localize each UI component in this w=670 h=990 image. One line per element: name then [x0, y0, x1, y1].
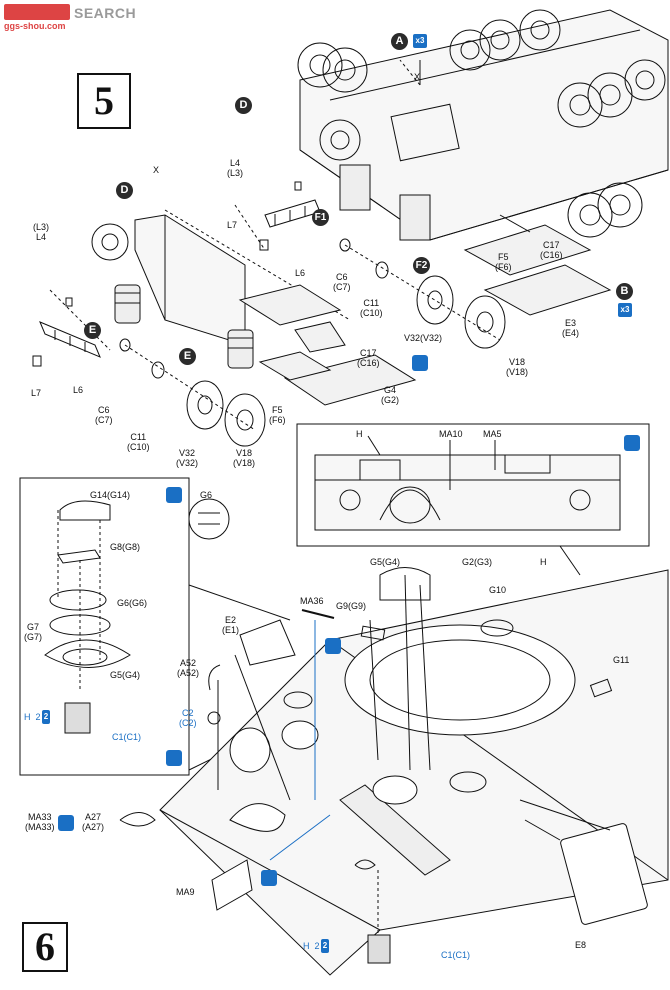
- upper-idler-wheels: [339, 238, 506, 349]
- label-l4-l3-upper: L4 (L3): [227, 158, 244, 178]
- quantity-badge-a: x3: [413, 34, 427, 48]
- left-road-wheels: [91, 223, 266, 447]
- label-ma5: MA5: [483, 429, 502, 439]
- paint-drop-icon-ma9: [261, 870, 277, 886]
- hull-h-detail: [314, 435, 621, 531]
- label-e2-e1: E2 (E1): [222, 615, 240, 635]
- label-c17-c16-left: C17 (C16): [357, 348, 380, 368]
- label-h2-bottom: H 2: [303, 941, 320, 951]
- label-c1-inset: C1(C1): [112, 732, 142, 742]
- label-h-detail: H: [356, 429, 363, 439]
- marker-e-left: E: [84, 322, 101, 339]
- label-x-left: X: [153, 165, 160, 175]
- marker-d-left: D: [116, 182, 133, 199]
- label-g5g4-top: G5(G4): [370, 557, 401, 567]
- watermark-site: ggs-shou.com: [4, 21, 66, 31]
- label-g7: G7 (G7): [24, 622, 42, 642]
- label-c6-c7-left: C6 (C7): [95, 405, 113, 425]
- label-g6-inset: G6: [200, 490, 213, 500]
- marker-f1: F1: [312, 209, 329, 226]
- label-l6-left: L6: [73, 385, 84, 395]
- label-g6g6: G6(G6): [117, 598, 148, 608]
- watermark-logo-text: SEARCH: [74, 5, 137, 21]
- watermark-logo-mark: [4, 4, 70, 20]
- quantity-badge-b: x3: [618, 303, 632, 317]
- step-number-6: 6: [22, 922, 68, 972]
- label-g5g4-inset: G5(G4): [110, 670, 141, 680]
- marker-e-center: E: [179, 348, 196, 365]
- label-g9: G9(G9): [336, 601, 367, 611]
- label-c17-c16-upper: C17 (C16): [540, 240, 563, 260]
- label-a27: A27 (A27): [82, 812, 105, 832]
- label-ma10: MA10: [439, 429, 463, 439]
- paint-icon-ma33: [58, 815, 74, 831]
- label-e3-e4: E3 (E4): [562, 318, 580, 338]
- label-c11-c10-upper: C11 (C10): [360, 298, 383, 318]
- label-g2g3: G2(G3): [462, 557, 493, 567]
- label-v18-v18-upper: V18 (V18): [506, 357, 529, 377]
- main-hull: [159, 569, 669, 976]
- label-h2-inset: H 2: [24, 712, 41, 722]
- watermark-logo: SEARCH ggs-shou.com: [4, 2, 154, 32]
- label-g14: G14(G14): [90, 490, 131, 500]
- inset-box-hatch: [19, 477, 190, 776]
- paint-drop-icon-ma36: [325, 638, 341, 654]
- label-g8: G8(G8): [110, 542, 141, 552]
- label-l7-left: L7: [31, 388, 42, 398]
- label-c11-c10-left: C11 (C10): [127, 432, 150, 452]
- label-ma9: MA9: [176, 887, 195, 897]
- drill-icon-inset: [166, 487, 182, 503]
- label-v18-v18-left: V18 (V18): [233, 448, 256, 468]
- label-c6-c7-upper: C6 (C7): [333, 272, 351, 292]
- upper-chassis: [299, 9, 669, 316]
- left-suspension-parts: [32, 289, 111, 367]
- label-g11: G11: [613, 655, 630, 665]
- label-c2: C2 (C2): [179, 708, 197, 728]
- glue-icon-detail-h: [624, 435, 640, 451]
- glue-icon-upper: [412, 355, 428, 371]
- label-l7-upper: L7: [227, 220, 238, 230]
- label-v32-v32-left: V32 (V32): [176, 448, 199, 468]
- label-g4-g2: G4 (G2): [381, 385, 399, 405]
- marker-f2: F2: [413, 257, 430, 274]
- label-c1-bottom: C1(C1): [441, 950, 471, 960]
- h2-badge-bottom: 2: [321, 939, 329, 953]
- label-f5-f6-upper: F5 (F6): [495, 252, 512, 272]
- label-e8: E8: [575, 940, 587, 950]
- label-v32-upper: V32(V32): [404, 333, 443, 343]
- label-ma33: MA33 (MA33): [25, 812, 55, 832]
- label-g10: G10: [489, 585, 507, 595]
- label-l6-upper: L6: [295, 268, 306, 278]
- upper-road-wheels: [297, 9, 666, 238]
- label-a52: A52 (A52): [177, 658, 200, 678]
- left-chassis: [114, 209, 417, 406]
- h2-badge-inset: 2: [42, 710, 50, 724]
- label-l3-l4-left: (L3) L4: [33, 222, 50, 242]
- label-x-upper: X: [414, 72, 421, 82]
- hatch-subassembly: [44, 498, 230, 734]
- upper-suspension-parts: [234, 181, 321, 251]
- label-f5-f6-left: F5 (F6): [269, 405, 286, 425]
- label-h-main: H: [540, 557, 547, 567]
- glue-icon-inset: [166, 750, 182, 766]
- label-ma36: MA36: [300, 596, 324, 606]
- marker-d-upper: D: [235, 97, 252, 114]
- marker-a: A: [391, 33, 408, 50]
- marker-b: B: [616, 283, 633, 300]
- assembly-arrows: [217, 574, 611, 861]
- step-number-5: 5: [77, 73, 131, 129]
